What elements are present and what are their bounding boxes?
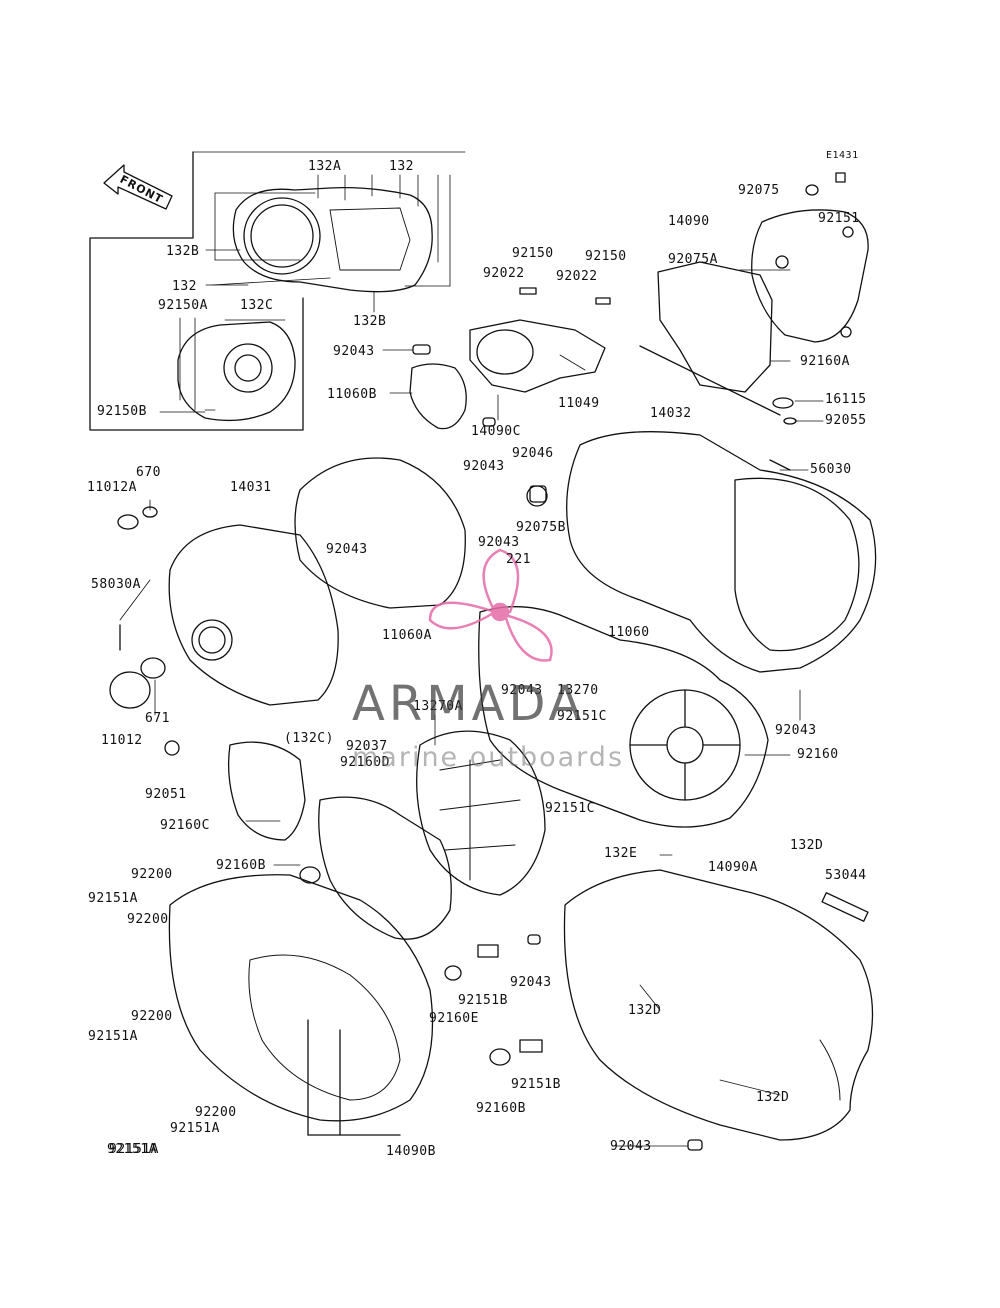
part-callout-label: 132	[172, 279, 197, 294]
plate-92160d	[318, 796, 452, 940]
cover-14090a	[527, 869, 874, 1151]
part-callout-label: 92043	[501, 683, 543, 698]
part-callout-label: 11060A	[382, 628, 432, 643]
part-callout-label: 14090B	[386, 1144, 436, 1159]
part-callout-label: 132C	[240, 298, 274, 313]
plate-92160a	[639, 261, 781, 416]
part-callout-label: 132B	[353, 314, 387, 329]
part-callout-label: 92051	[145, 787, 187, 802]
cover-14090	[751, 172, 869, 343]
watermark-logo	[428, 548, 553, 662]
part-callout-label: 92151B	[511, 1077, 561, 1092]
part-callout-label: 132D	[790, 838, 824, 853]
cover-14031	[109, 506, 339, 756]
part-callout-label: 92022	[556, 269, 598, 284]
part-callout-label: 11060	[608, 625, 650, 640]
gasket-11060	[478, 606, 769, 828]
part-callout-label: 132A	[308, 159, 342, 174]
part-callout-label: 92043	[326, 542, 368, 557]
part-callout-label: 92160B	[216, 858, 266, 873]
part-callout-label: 16115	[825, 392, 867, 407]
part-callout-label: 92150	[585, 249, 627, 264]
part-callout-label: 11012A	[87, 480, 137, 495]
part-callout-label: 92055	[825, 413, 867, 428]
part-callout-label: 11060B	[327, 387, 377, 402]
part-callout-label: 92151A	[170, 1121, 220, 1136]
housing-13270	[629, 689, 741, 801]
clutch-cover-top	[211, 174, 451, 313]
part-callout-label: 132D	[628, 1003, 662, 1018]
part-callout-label: 92160D	[340, 755, 390, 770]
diagram-code: E1431	[826, 150, 859, 161]
clutch-cover-inner	[159, 317, 296, 422]
part-callout-label: 92022	[483, 266, 525, 281]
part-callout-label: 56030	[810, 462, 852, 477]
part-callout-label: 92200	[131, 867, 173, 882]
inset-box	[89, 151, 466, 431]
gasket-11060a	[294, 457, 466, 609]
part-callout-label: 14090A	[708, 860, 758, 875]
part-callout-label: 92160A	[800, 354, 850, 369]
part-callout-label: 670	[136, 465, 161, 480]
part-callout-label: 92075A	[668, 252, 718, 267]
part-callout-label: 132D	[756, 1090, 790, 1105]
part-callout-label: 92151B	[458, 993, 508, 1008]
part-callout-label: 92150A	[158, 298, 208, 313]
part-callout-label: 92151A	[107, 1142, 157, 1157]
part-callout-label: 11049	[558, 396, 600, 411]
part-callout-label: 92075	[738, 183, 780, 198]
part-callout-label: 92150	[512, 246, 554, 261]
part-callout-label: 132E	[604, 846, 638, 861]
part-callout-label: 92160B	[476, 1101, 526, 1116]
part-callout-label: 92200	[127, 912, 169, 927]
part-callout-label: 92151	[818, 211, 860, 226]
part-callout-label: 92160	[797, 747, 839, 762]
part-callout-label: 14032	[650, 406, 692, 421]
plate-13270a	[416, 730, 546, 896]
small-cover-14090c	[409, 287, 611, 430]
part-callout-label: 671	[145, 711, 170, 726]
watermark-name: ARMADA	[352, 676, 586, 732]
cover-14032	[526, 397, 877, 673]
part-callout-label: 92043	[510, 975, 552, 990]
part-callout-label: 92150B	[97, 404, 147, 419]
part-callout-label: 92043	[333, 344, 375, 359]
plate-92160c	[228, 741, 306, 841]
part-callout-label: 132B	[166, 244, 200, 259]
part-callout-label: 92043	[478, 535, 520, 550]
part-callout-label: 14090C	[471, 424, 521, 439]
part-callout-label: (132C)	[284, 731, 334, 746]
part-callout-label: 221	[506, 552, 531, 567]
cover-14090b	[168, 866, 543, 1136]
part-callout-label: 92151A	[88, 1029, 138, 1044]
part-callout-label: 92200	[195, 1105, 237, 1120]
part-callout-label: 92160E	[429, 1011, 479, 1026]
part-callout-label: 13270A	[413, 699, 463, 714]
part-callout-label: 92075B	[516, 520, 566, 535]
part-callout-label: 14090	[668, 214, 710, 229]
part-callout-label: 11012	[101, 733, 143, 748]
leader-lines	[119, 249, 824, 1147]
part-callout-label: 53044	[825, 868, 867, 883]
part-callout-label: 92043	[610, 1139, 652, 1154]
part-callout-label: 14031	[230, 480, 272, 495]
part-callout-label: 13270	[557, 683, 599, 698]
part-callout-label: 132	[389, 159, 414, 174]
part-callout-label: 92046	[512, 446, 554, 461]
part-callout-label: 92151C	[557, 709, 607, 724]
part-callout-label: 58030A	[91, 577, 141, 592]
front-arrow-icon	[103, 164, 173, 210]
part-callout-label: 92200	[131, 1009, 173, 1024]
part-callout-label: 92160C	[160, 818, 210, 833]
part-callout-label: 92151A	[109, 1142, 159, 1157]
part-callout-label: 92043	[775, 723, 817, 738]
part-callout-label: 92151C	[545, 801, 595, 816]
part-callout-label: 92151A	[88, 891, 138, 906]
part-callout-label: 92043	[463, 459, 505, 474]
watermark-subtitle: marine outboards	[352, 742, 625, 773]
part-callout-label: 92037	[346, 739, 388, 754]
